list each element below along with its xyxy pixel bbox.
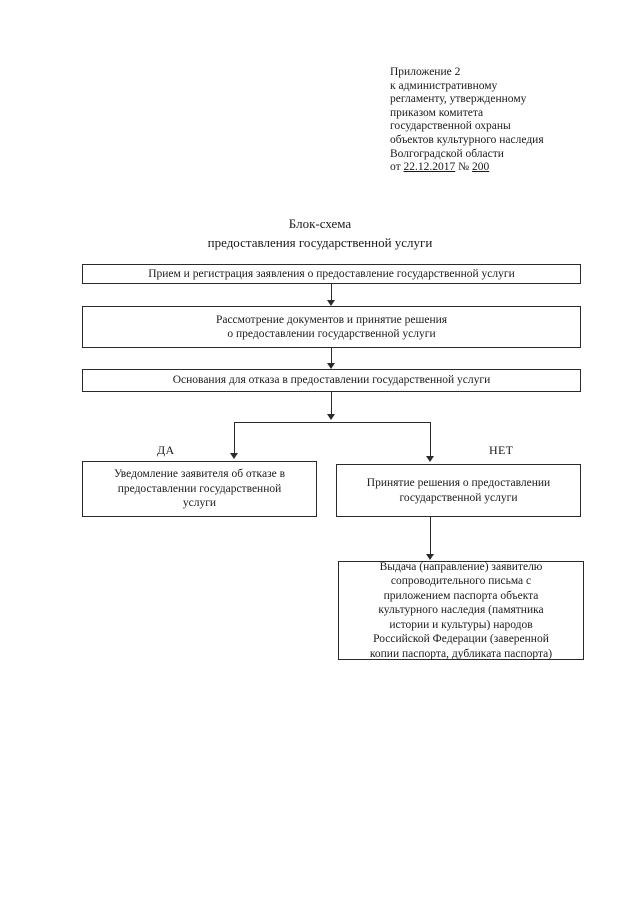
order-prefix: от — [390, 161, 404, 174]
flow-box-issue-line-4: культурного наследия (памятника — [378, 604, 544, 617]
flow-box-issue-line-3: приложением паспорта объекта — [383, 589, 539, 602]
flow-box-notify-line-1: Уведомление заявителя об отказе в — [113, 468, 286, 481]
flow-box-decision-line-1: Принятие решения о предоставлении — [366, 477, 551, 489]
order-number: 200 — [471, 161, 490, 174]
connector-intake-to-review — [331, 284, 332, 300]
flow-box-review-line-2: о предоставлении государственной услуги — [227, 328, 436, 340]
connector-split-bar — [234, 422, 431, 423]
flow-box-decision-line-2: государственной услуги — [399, 491, 518, 504]
arrowhead-grounds-to-split — [327, 414, 335, 420]
flow-box-review: Рассмотрение документов и принятие решен… — [82, 306, 581, 348]
flow-box-issue-line-1: Выдача (направление) заявителю — [379, 560, 543, 573]
page-title: Блок-схема предоставления государственно… — [0, 214, 640, 252]
approval-line-2: к административному — [390, 79, 498, 92]
flow-box-notify-line-3: услуги — [182, 497, 217, 510]
flow-box-notify-line-2: предоставлении государственной — [117, 482, 282, 495]
flow-box-refusal-grounds: Основания для отказа в предоставлении го… — [82, 369, 581, 392]
flow-box-review-line-1: Рассмотрение документов и принятие решен… — [215, 313, 448, 326]
flow-box-intake: Прием и регистрация заявления о предоста… — [82, 264, 581, 284]
branch-label-no: НЕТ — [489, 443, 514, 457]
approval-line-7: Волгоградской области — [390, 147, 504, 160]
arrowhead-review-to-grounds — [327, 363, 335, 369]
flow-box-issue-line-7: копии паспорта, дубликата паспорта) — [369, 647, 553, 660]
arrowhead-intake-to-review — [327, 300, 335, 306]
flow-box-issue-line-5: истории и культуры) народов — [389, 618, 533, 631]
page-title-line-1: Блок-схема — [288, 216, 352, 231]
connector-decision-to-issue — [430, 517, 431, 555]
approval-order-line: от 22.12.2017 № 200 — [390, 161, 590, 175]
flow-box-decision-grant: Принятие решения о предоставлении госуда… — [336, 464, 581, 517]
flow-box-issue-line-6: Российской Федерации (заверенной — [373, 633, 549, 646]
page-title-line-2: предоставления государственной услуги — [207, 235, 433, 250]
flow-box-issue-line-2: сопроводительного письма с — [390, 575, 532, 588]
approval-reference-block: Приложение 2 к административному регламе… — [390, 66, 590, 175]
approval-line-5: государственной охраны — [390, 120, 511, 133]
connector-review-to-grounds — [331, 348, 332, 363]
connector-grounds-to-split — [331, 392, 332, 416]
branch-label-yes: ДА — [157, 443, 175, 457]
connector-no-branch — [430, 422, 431, 458]
flow-box-issue-passport: Выдача (направление) заявителю сопроводи… — [338, 561, 584, 660]
arrowhead-decision-to-issue — [426, 554, 434, 560]
order-number-label: № — [455, 161, 472, 174]
connector-yes-branch — [234, 422, 235, 455]
approval-line-4: приказом комитета — [390, 106, 484, 119]
approval-line-1: Приложение 2 — [390, 66, 461, 78]
flow-box-notify-refusal: Уведомление заявителя об отказе в предос… — [82, 461, 317, 517]
approval-line-3: регламенту, утвержденному — [390, 93, 527, 106]
flow-box-refusal-grounds-line-1: Основания для отказа в предоставлении го… — [172, 374, 491, 387]
order-date: 22.12.2017 — [403, 161, 456, 174]
arrowhead-no-branch — [426, 456, 434, 462]
approval-line-6: объектов культурного наследия — [390, 133, 544, 146]
flow-box-intake-line-1: Прием и регистрация заявления о предоста… — [148, 267, 515, 280]
arrowhead-yes-branch — [230, 453, 238, 459]
